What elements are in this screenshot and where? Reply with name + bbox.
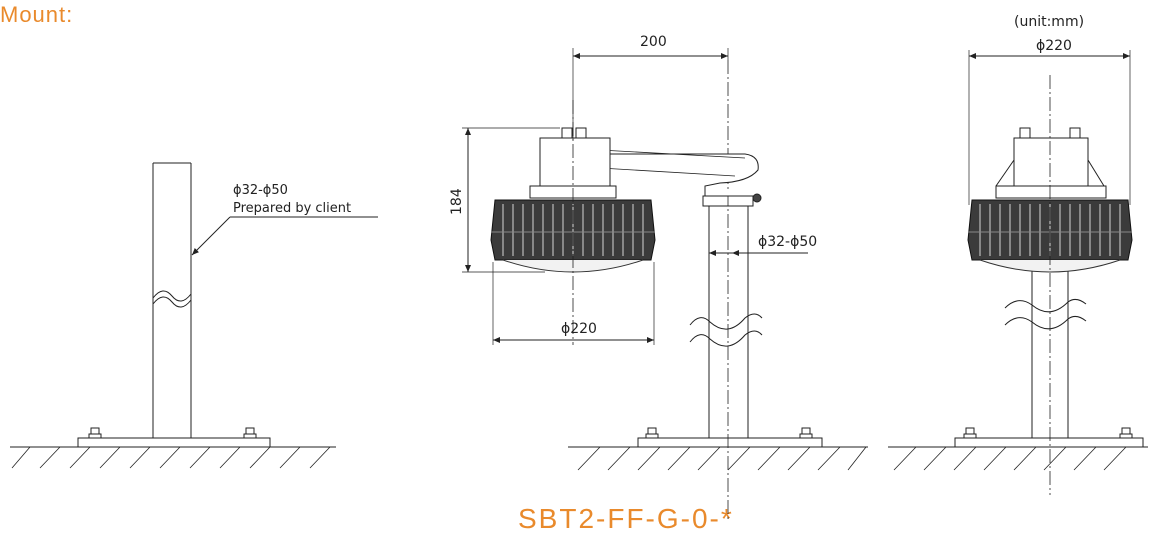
mount-heading: Mount: [0,2,74,27]
left-pole-note: Prepared by client [233,201,351,216]
unit-note: (unit:mm) [1014,14,1084,30]
middle-lamp-dia-label: ϕ220 [561,321,597,337]
left-pole-dia: ϕ32-ϕ50 [233,183,288,198]
model-code: SBT2-FF-G-0-* [518,503,734,534]
middle-dimensions [462,48,808,345]
middle-view [529,60,868,520]
left-view [10,162,378,469]
height-label: 184 [449,188,465,215]
right-dimensions [968,50,1131,495]
arm-length-label: 200 [640,34,667,50]
middle-pole-dia-label: ϕ32-ϕ50 [758,234,817,250]
right-view [888,127,1148,471]
right-lamp-dia-label: ϕ220 [1036,38,1072,54]
